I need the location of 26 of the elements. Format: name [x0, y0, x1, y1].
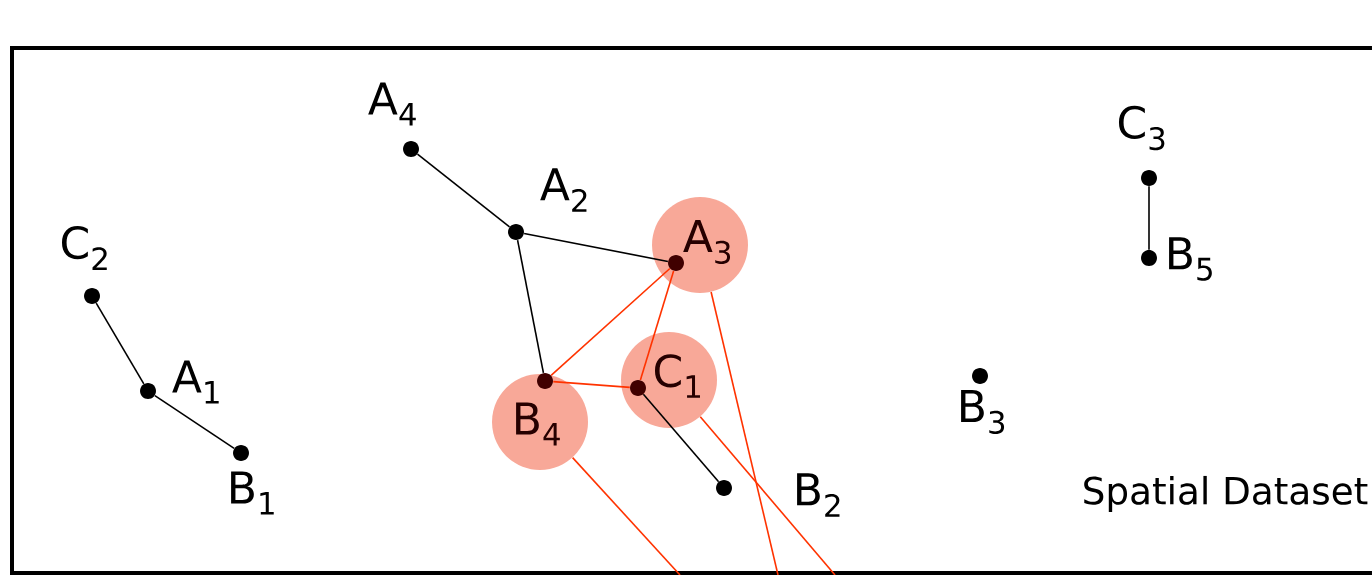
point-label: C$_{2}$ — [62, 225, 107, 271]
dataset-label: Spatial Dataset — [1084, 475, 1368, 513]
connector-line — [552, 380, 631, 389]
connector-line — [523, 232, 669, 263]
connector-line — [516, 239, 545, 374]
point-label: C$_{3}$ — [1118, 105, 1165, 151]
point-label: A$_{4}$ — [368, 82, 416, 126]
point-label: B$_{5}$ — [1169, 237, 1212, 281]
point-dot — [537, 373, 553, 389]
connector-line — [639, 270, 675, 381]
connector-line — [710, 291, 779, 575]
point-dot — [630, 380, 646, 396]
connector-line — [550, 267, 671, 377]
connector-line — [642, 393, 720, 483]
connector-line — [571, 456, 681, 575]
connector-line — [95, 302, 145, 385]
point-label: B$_{1}$ — [231, 471, 274, 515]
point-dot — [668, 255, 684, 271]
connector-line — [154, 394, 235, 450]
connector-line — [699, 415, 836, 575]
point-label: A$_{2}$ — [540, 168, 587, 212]
point-label: A$_{1}$ — [172, 360, 219, 404]
connector-line — [416, 153, 511, 228]
point-label: B$_{2}$ — [797, 473, 840, 517]
point-label: B$_{3}$ — [961, 390, 1005, 434]
connector-line — [1148, 185, 1150, 251]
